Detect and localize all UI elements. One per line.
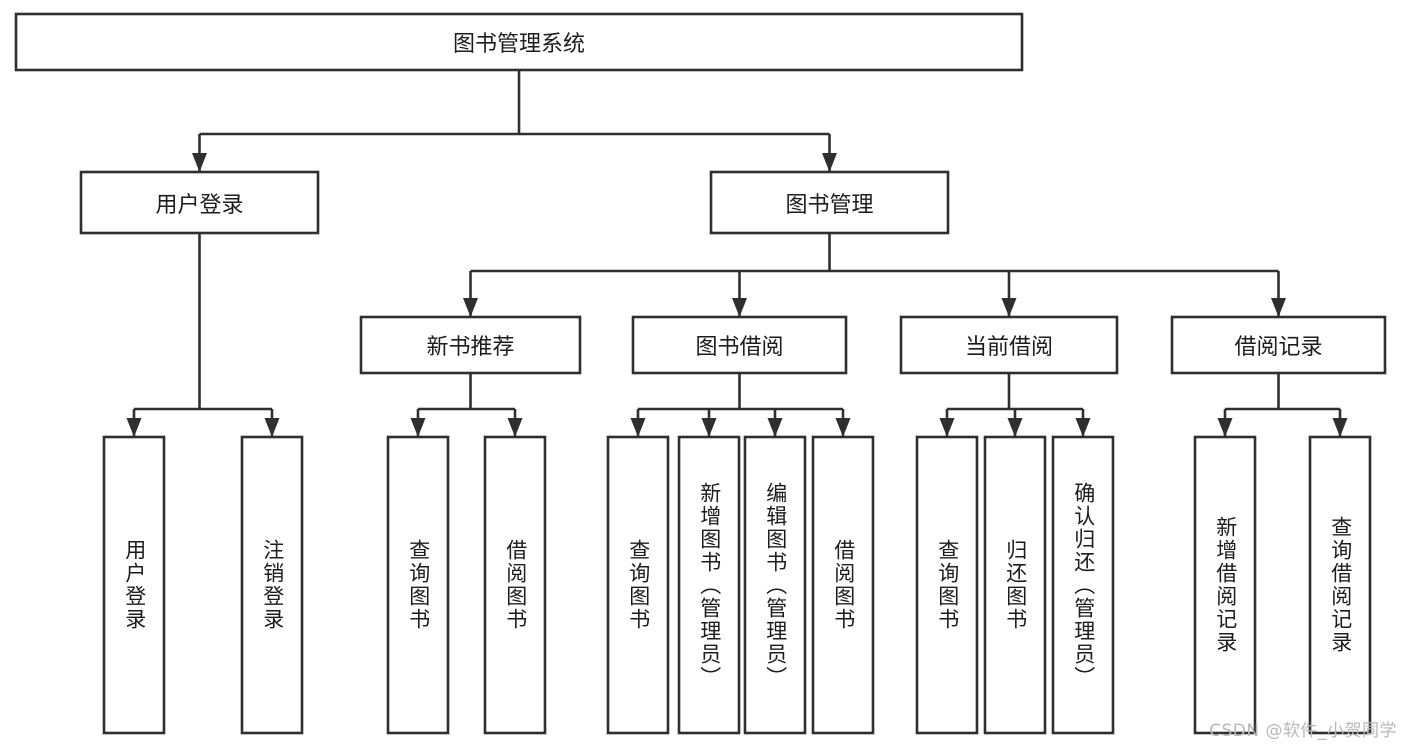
arrow-head-icon <box>463 298 478 317</box>
arrow-head-icon <box>1332 418 1348 437</box>
node-leaf-confirm-return-admin[interactable] <box>1051 435 1115 735</box>
arrow-head-icon <box>767 418 783 437</box>
node-borrow-records[interactable] <box>1170 315 1387 375</box>
node-leaf-query-book-recommend[interactable] <box>386 435 450 735</box>
arrow-head-icon <box>939 418 955 437</box>
arrow-head-icon <box>192 153 207 172</box>
arrow-head-icon <box>264 418 280 437</box>
node-leaf-return-book[interactable] <box>983 435 1047 735</box>
arrow-head-icon <box>1001 298 1017 317</box>
watermark-text: CSDN @软件_小贺同学 <box>1209 721 1397 741</box>
node-current-borrow[interactable] <box>899 315 1119 375</box>
arrow-head-icon <box>410 418 426 437</box>
node-root[interactable] <box>14 12 1024 72</box>
node-leaf-logout[interactable] <box>240 435 304 735</box>
node-leaf-query-borrow-record[interactable] <box>1308 435 1372 735</box>
arrow-head-icon <box>1271 298 1286 317</box>
arrow-head-icon <box>822 153 837 172</box>
node-new-book-recommend[interactable] <box>359 315 582 375</box>
node-box-layer <box>14 12 1387 735</box>
arrow-head-icon <box>701 418 717 437</box>
node-user-login[interactable] <box>79 170 320 235</box>
arrow-head-icon <box>1217 418 1233 437</box>
arrow-head-icon <box>507 418 523 437</box>
node-leaf-query-book-borrow[interactable] <box>606 435 670 735</box>
node-book-borrow[interactable] <box>631 315 848 375</box>
node-leaf-edit-book-admin[interactable] <box>743 435 807 735</box>
arrow-head-icon <box>1007 418 1023 437</box>
node-leaf-borrow-book-recommend[interactable] <box>483 435 547 735</box>
node-leaf-add-book-admin[interactable] <box>677 435 741 735</box>
node-book-management[interactable] <box>709 170 950 235</box>
node-leaf-borrow-book[interactable] <box>811 435 875 735</box>
node-leaf-query-book-current[interactable] <box>915 435 979 735</box>
node-leaf-add-borrow-record[interactable] <box>1193 435 1257 735</box>
connector-layer <box>126 70 1348 437</box>
arrow-head-icon <box>1075 418 1091 437</box>
arrow-head-icon <box>630 418 646 437</box>
arrow-head-icon <box>835 418 851 437</box>
arrow-head-icon <box>732 298 747 317</box>
node-leaf-user-login[interactable] <box>102 435 166 735</box>
arrow-head-icon <box>126 418 142 437</box>
